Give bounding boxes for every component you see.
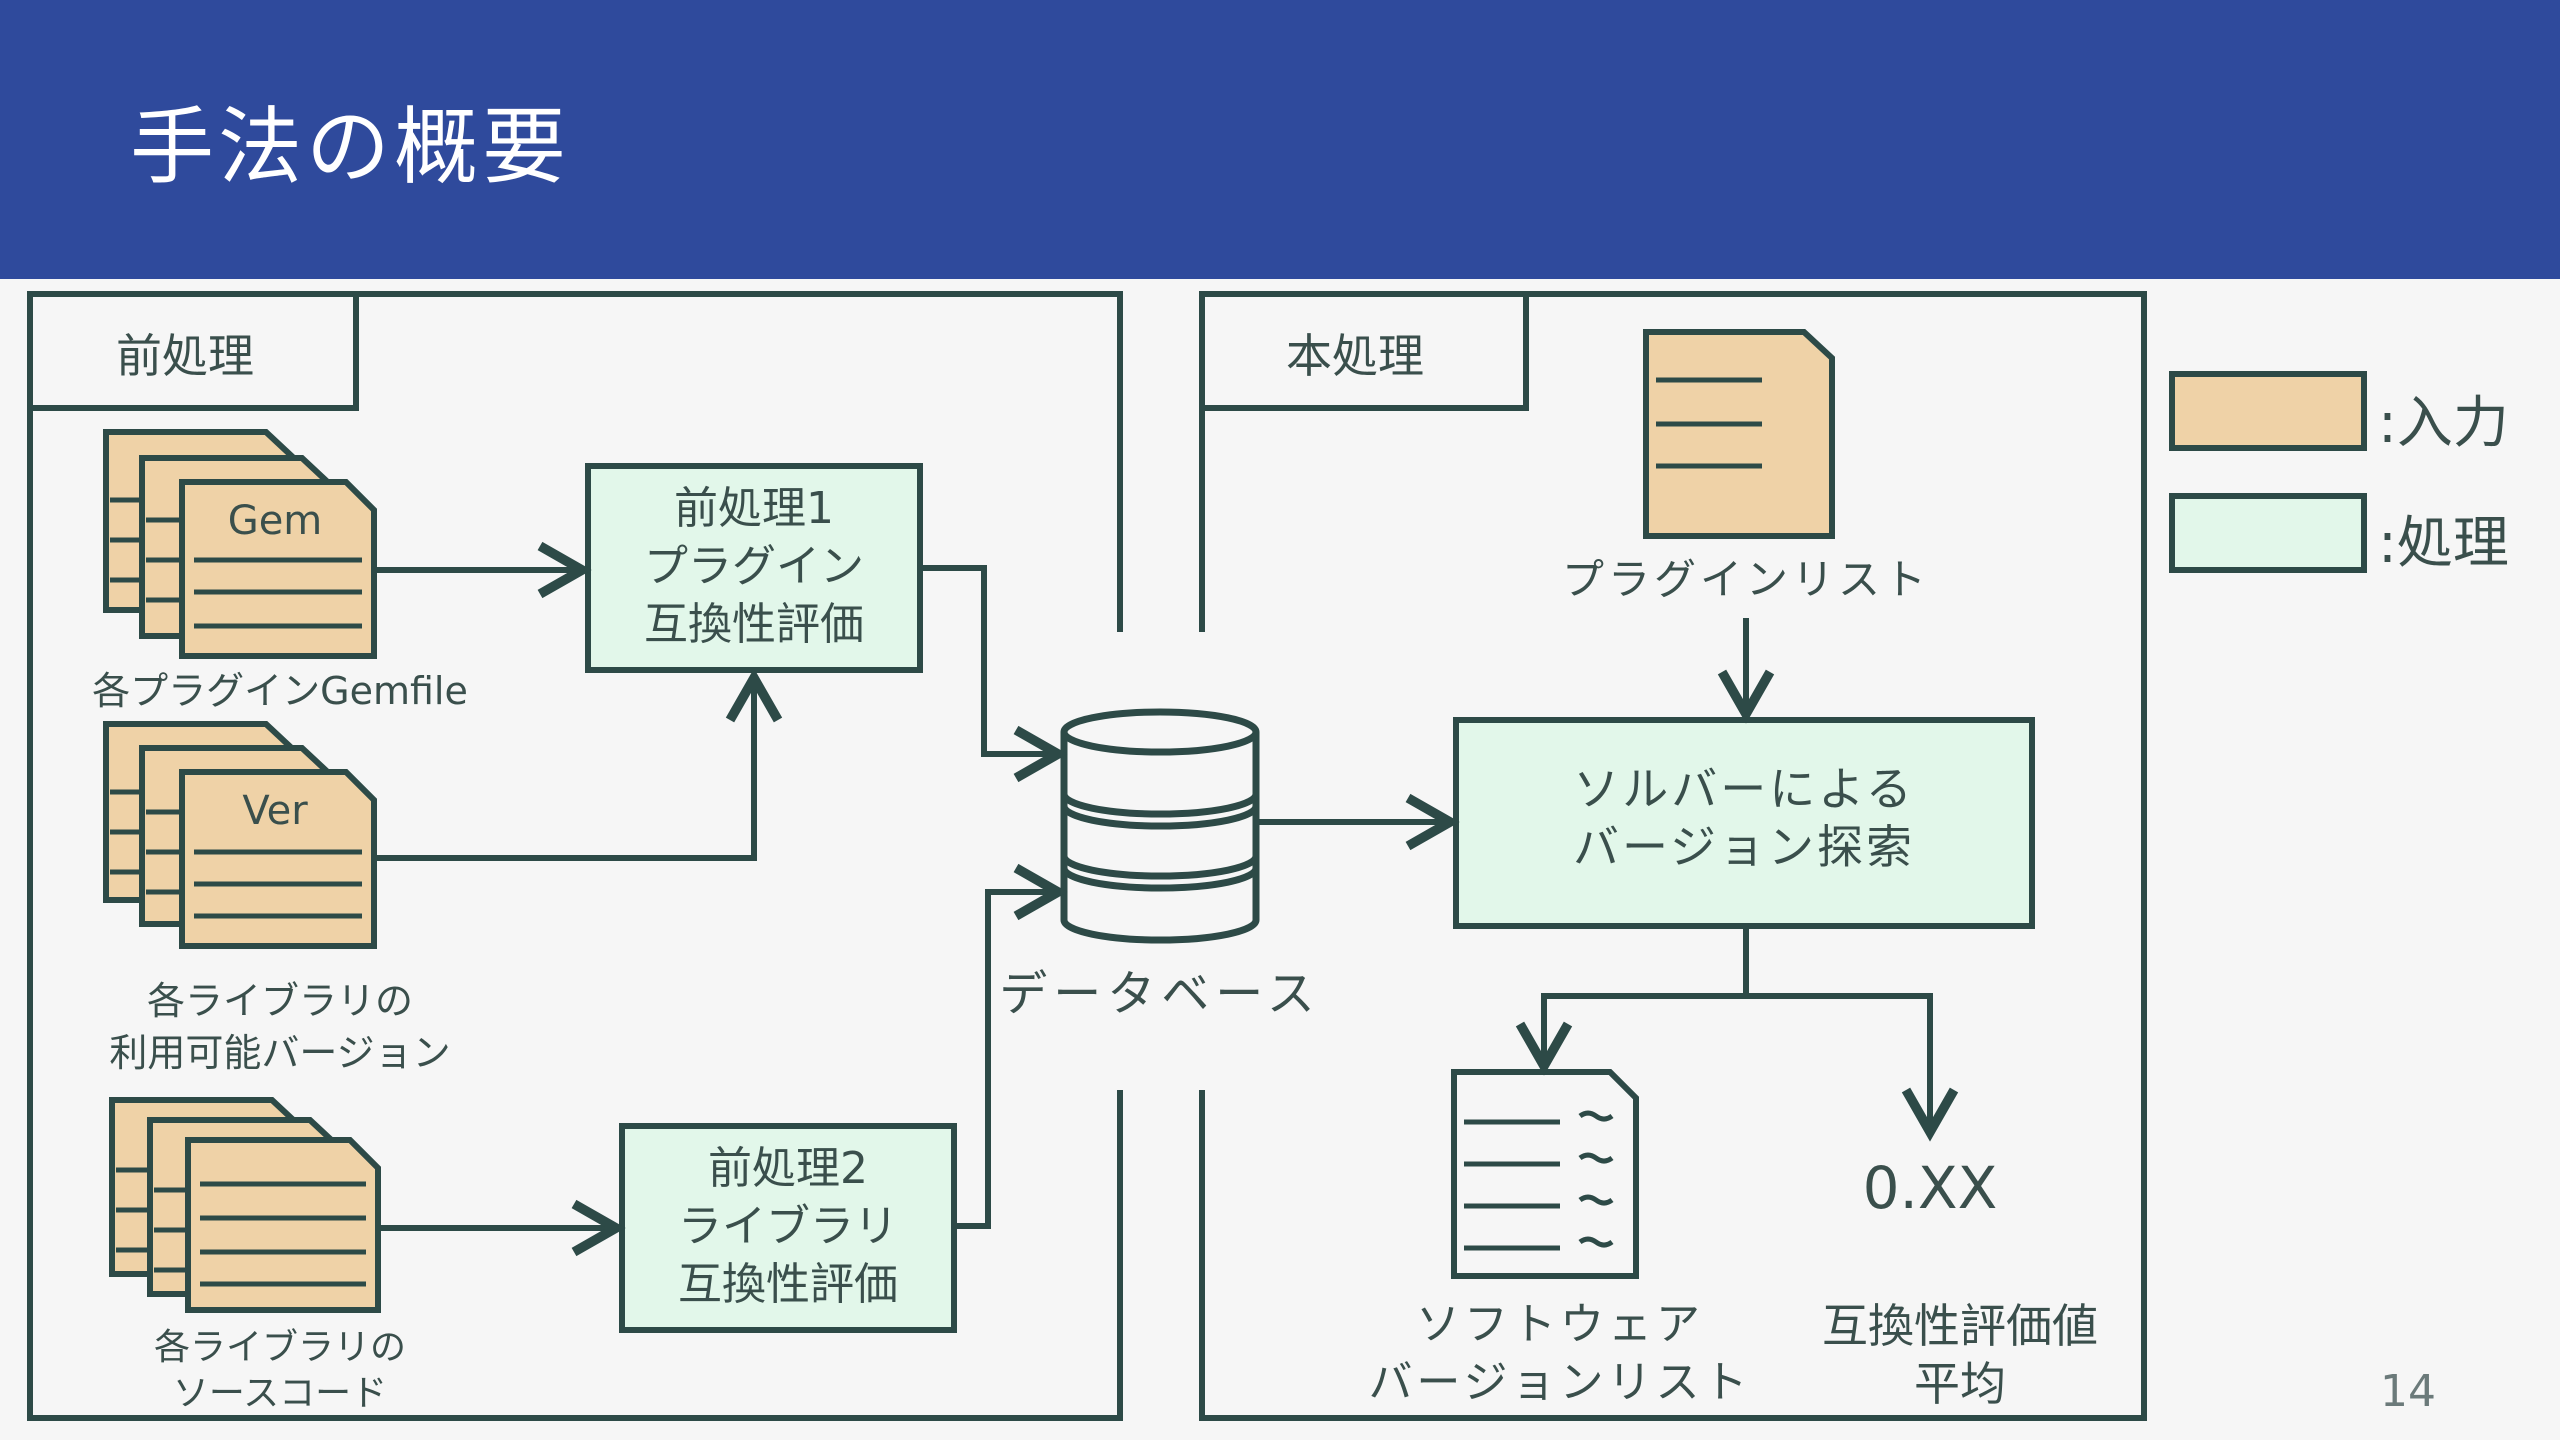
arrow-versions-to-preprocess1 bbox=[376, 668, 783, 861]
software-version-list-document-icon bbox=[1451, 1069, 1639, 1279]
solver-line2: バージョン探索 bbox=[1572, 820, 1916, 874]
database-icon bbox=[1060, 708, 1260, 944]
versions-caption-line1: 各ライブラリの bbox=[146, 979, 413, 1023]
preprocessing-section-label: 前処理 bbox=[116, 329, 254, 383]
main-processing-section-label: 本処理 bbox=[1286, 329, 1424, 383]
arrow-preprocess1-to-database bbox=[922, 565, 1068, 783]
gem-document-label: Gem bbox=[227, 498, 323, 544]
version-list-caption-line1: ソフトウェア bbox=[1416, 1299, 1704, 1350]
plugin-list-caption: プラグインリスト bbox=[1561, 555, 1930, 604]
preprocess1-line2: プラグイン bbox=[644, 541, 864, 592]
legend-input-label: :入力 bbox=[2378, 391, 2509, 456]
slide-title: 手法の概要 bbox=[130, 98, 571, 196]
page-number: 14 bbox=[2380, 1366, 2436, 1417]
preprocess2-box bbox=[619, 1123, 957, 1333]
preprocess2-line2: ライブラリ bbox=[678, 1201, 898, 1252]
title-bar: 手法の概要 bbox=[0, 0, 2560, 279]
database-label: データベース bbox=[999, 966, 1321, 1022]
preprocessing-section bbox=[27, 291, 1123, 1421]
preprocess2-line3: 互換性評価 bbox=[678, 1259, 898, 1310]
preprocess1-line3: 互換性評価 bbox=[644, 599, 864, 650]
solver-box bbox=[1453, 717, 2035, 929]
main-processing-tab bbox=[1199, 291, 1529, 411]
ver-document-label: Ver bbox=[242, 788, 308, 834]
versions-caption-line2: 利用可能バージョン bbox=[109, 1031, 451, 1075]
score-caption-line2: 平均 bbox=[1914, 1357, 2006, 1411]
score-value: 0.XX bbox=[1862, 1154, 1998, 1222]
legend-process-label: :処理 bbox=[2378, 511, 2509, 576]
legend-input-swatch bbox=[2169, 371, 2367, 451]
sourcecode-caption-line2: ソースコード bbox=[172, 1373, 388, 1414]
source-code-document-stack-icon bbox=[109, 1097, 381, 1313]
preprocess1-box bbox=[585, 463, 923, 673]
legend-process-swatch bbox=[2169, 493, 2367, 573]
version-document-stack-icon bbox=[103, 721, 377, 949]
gemfile-document-stack-icon bbox=[103, 429, 377, 659]
preprocess1-line1: 前処理1 bbox=[674, 483, 834, 534]
sourcecode-caption-line1: 各ライブラリの bbox=[153, 1327, 406, 1368]
arrow-solver-to-versionlist bbox=[1515, 928, 1749, 1076]
preprocessing-tab bbox=[27, 291, 359, 411]
arrow-preprocess2-to-database bbox=[956, 863, 1068, 1229]
arrow-solver-to-score bbox=[1746, 993, 1959, 1142]
gemfile-caption: 各プラグインGemfile bbox=[92, 669, 468, 713]
main-processing-section bbox=[1199, 291, 2147, 1421]
plugin-list-document-icon bbox=[1643, 329, 1835, 539]
solver-line1: ソルバーによる bbox=[1573, 762, 1915, 816]
score-caption-line1: 互換性評価値 bbox=[1822, 1299, 2098, 1353]
version-list-caption-line2: バージョンリスト bbox=[1368, 1357, 1752, 1408]
preprocess2-line1: 前処理2 bbox=[708, 1143, 868, 1194]
